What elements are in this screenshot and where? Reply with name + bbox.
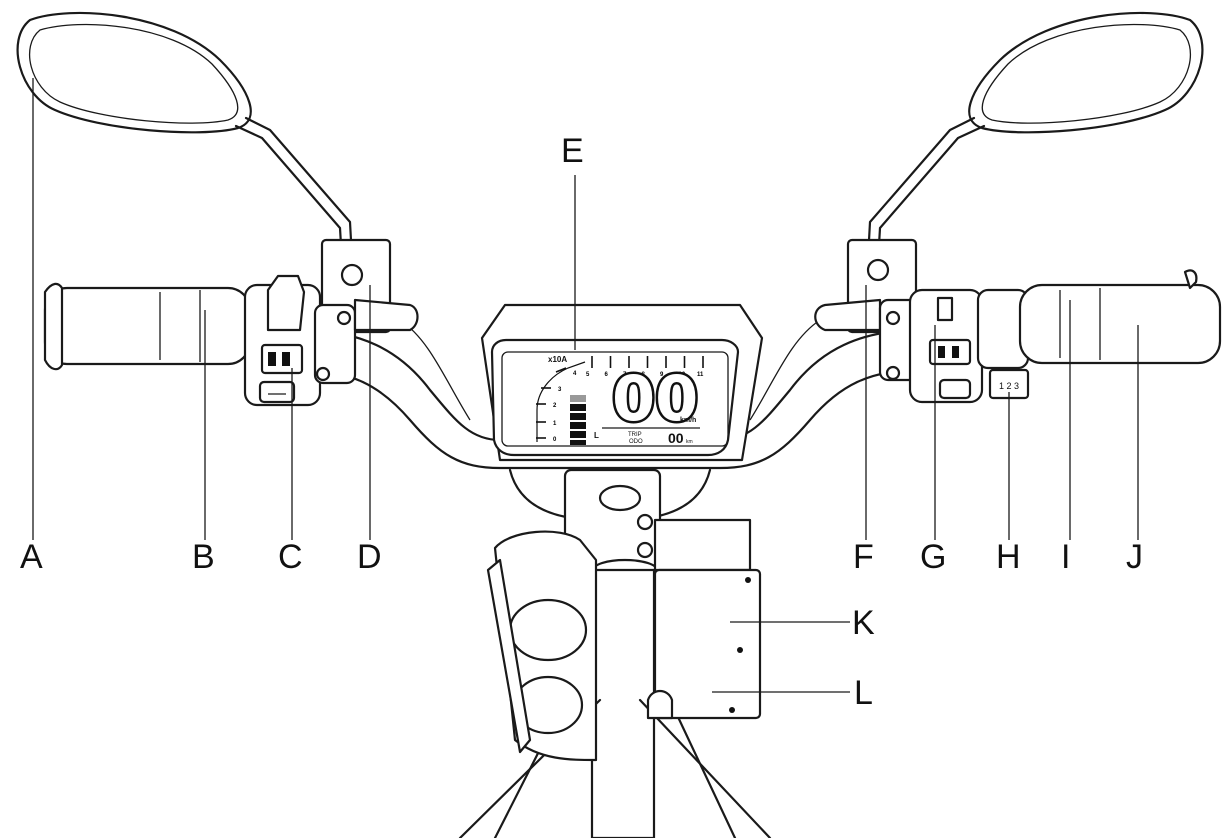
- callout-e: E: [561, 132, 584, 170]
- display-speed-unit: km/h: [680, 417, 696, 424]
- left-brake-clamp: [313, 238, 419, 385]
- scale-tick-label: 4: [573, 371, 577, 377]
- left-mirror: [16, 11, 356, 298]
- right-switch-box: [908, 288, 984, 404]
- display-scale-ticks: 0 1 2 3 4 5 6 7 8 9 10 11: [536, 356, 704, 443]
- scale-tick-label: 0: [553, 437, 557, 443]
- headlight-cluster: [486, 530, 598, 762]
- callout-a: A: [20, 538, 43, 576]
- display-trip-unit: km: [686, 439, 693, 445]
- right-grip: [1018, 269, 1222, 365]
- callout-k: K: [852, 604, 875, 642]
- scale-tick: [555, 367, 567, 373]
- display-odo-label: ODO: [629, 439, 643, 445]
- display-trip-value: 00: [668, 430, 684, 446]
- display-speed: 00: [612, 362, 698, 435]
- scale-tick-label: 7: [623, 372, 627, 378]
- callout-g: G: [920, 538, 946, 576]
- scale-tick-label: 1: [553, 421, 557, 427]
- callout-f: F: [853, 538, 874, 576]
- right-brake-clamp: [814, 238, 922, 382]
- battery-box: [646, 518, 762, 720]
- callout-j: J: [1126, 538, 1143, 576]
- scale-tick-label: 5: [586, 372, 590, 378]
- scale-tick-label: 11: [697, 372, 704, 378]
- scale-tick-label: 9: [660, 372, 664, 378]
- callout-l: L: [854, 674, 873, 712]
- callout-h: H: [996, 538, 1021, 576]
- display-scale-label: x10A: [548, 355, 567, 364]
- leader-lines: [32, 78, 1139, 693]
- scale-arc: [536, 361, 586, 442]
- callout-d: D: [357, 538, 382, 576]
- scale-tick-label: 3: [558, 387, 562, 393]
- scale-tick-label: 10: [679, 372, 686, 378]
- scale-tick-label: 8: [642, 372, 646, 378]
- display-battery-bars: [570, 395, 586, 445]
- left-grip: [43, 282, 252, 371]
- display-trip-label: TRIP: [628, 432, 642, 438]
- display-gear-low: L: [594, 431, 599, 440]
- callout-c: C: [278, 538, 303, 576]
- dashboard-display: [480, 303, 764, 462]
- scale-tick-label: 6: [605, 372, 609, 378]
- callout-b: B: [192, 538, 215, 576]
- callout-i: I: [1061, 538, 1070, 576]
- scale-tick-label: 2: [553, 403, 557, 409]
- right-throttle: [976, 288, 1030, 400]
- left-switch-box: [243, 274, 322, 407]
- gear-selector-label: 1 2 3: [999, 381, 1019, 391]
